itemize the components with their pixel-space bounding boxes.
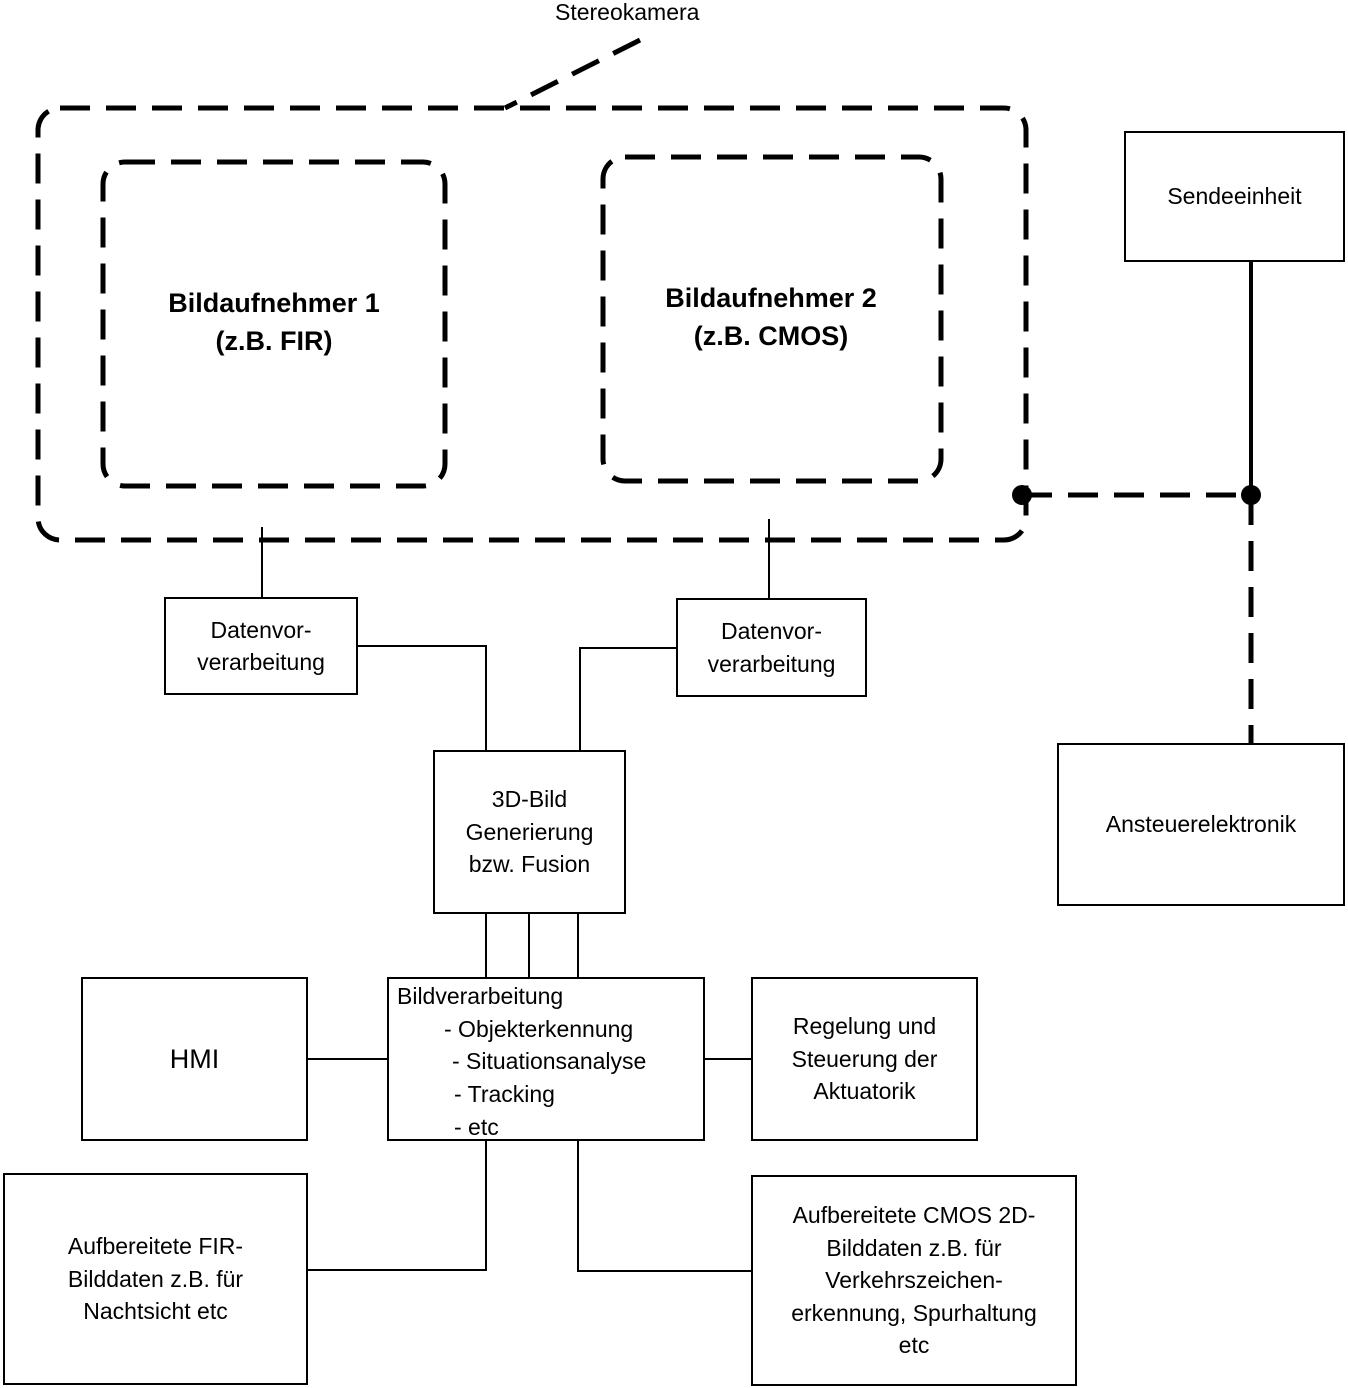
- pre1-to-fusion: [357, 646, 486, 750]
- stereokamera-label: Stereokamera: [555, 0, 699, 28]
- processing-to-fir-out: [307, 1140, 486, 1270]
- fir-output-box: Aufbereitete FIR- Bilddaten z.B. für Nac…: [3, 1173, 308, 1385]
- sendeeinheit-label: Sendeeinheit: [1167, 183, 1301, 210]
- fir-output-line1: Aufbereitete FIR-: [68, 1230, 243, 1263]
- fir-output-line2: Bilddaten z.B. für: [68, 1263, 243, 1296]
- fusion-line3: bzw. Fusion: [466, 848, 594, 881]
- sensor1-name: Bildaufnehmer 1: [140, 285, 408, 323]
- hmi-box: HMI: [81, 977, 308, 1141]
- stereokamera-leader: [505, 40, 640, 108]
- sensor2-type: (z.B. CMOS): [637, 318, 905, 356]
- sensor1-label: Bildaufnehmer 1 (z.B. FIR): [140, 285, 408, 361]
- fir-output-line3: Nachtsicht etc: [68, 1295, 243, 1328]
- preprocessing1-box: Datenvor- verarbeitung: [164, 597, 358, 695]
- sensor2-label: Bildaufnehmer 2 (z.B. CMOS): [637, 280, 905, 356]
- preprocessing2-box: Datenvor- verarbeitung: [676, 598, 867, 697]
- ansteuerelektronik-box: Ansteuerelektronik: [1057, 743, 1345, 906]
- processing-item-situationsanalyse: - Situationsanalyse: [398, 1045, 646, 1078]
- cmos-output-box: Aufbereitete CMOS 2D- Bilddaten z.B. für…: [751, 1175, 1077, 1386]
- fusion-line1: 3D-Bild: [466, 783, 594, 816]
- control-box: Regelung und Steuerung der Aktuatorik: [751, 977, 978, 1141]
- ansteuerelektronik-label: Ansteuerelektronik: [1106, 811, 1297, 838]
- pre2-to-fusion: [580, 648, 677, 750]
- junction-dot-right: [1241, 485, 1261, 505]
- fusion-box: 3D-Bild Generierung bzw. Fusion: [433, 750, 626, 914]
- preprocessing2-line1: Datenvor-: [708, 615, 836, 647]
- fusion-line2: Generierung: [466, 816, 594, 849]
- control-line3: Aktuatorik: [792, 1075, 938, 1108]
- cmos-output-line3: Verkehrszeichen-: [791, 1264, 1037, 1297]
- preprocessing1-line1: Datenvor-: [197, 614, 325, 646]
- processing-item-tracking: - Tracking: [398, 1078, 646, 1111]
- cmos-output-line5: etc: [791, 1329, 1037, 1362]
- preprocessing1-line2: verarbeitung: [197, 646, 325, 678]
- processing-item-etc: - etc: [398, 1111, 646, 1144]
- processing-title: Bildverarbeitung: [397, 980, 646, 1013]
- junction-dot-left: [1012, 485, 1032, 505]
- control-line1: Regelung und: [792, 1010, 938, 1043]
- sensor1-type: (z.B. FIR): [140, 323, 408, 361]
- cmos-output-line4: erkennung, Spurhaltung: [791, 1297, 1037, 1330]
- processing-item-objekterkennung: - Objekterkennung: [398, 1013, 646, 1046]
- sensor2-name: Bildaufnehmer 2: [637, 280, 905, 318]
- control-line2: Steuerung der: [792, 1043, 938, 1076]
- sendeeinheit-box: Sendeeinheit: [1124, 131, 1345, 262]
- cmos-output-line2: Bilddaten z.B. für: [791, 1232, 1037, 1265]
- hmi-label: HMI: [170, 1044, 220, 1075]
- processing-to-cmos-out: [578, 1140, 752, 1271]
- cmos-output-line1: Aufbereitete CMOS 2D-: [791, 1199, 1037, 1232]
- processing-content: Bildverarbeitung - Objekterkennung - Sit…: [398, 980, 646, 1143]
- preprocessing2-line2: verarbeitung: [708, 648, 836, 680]
